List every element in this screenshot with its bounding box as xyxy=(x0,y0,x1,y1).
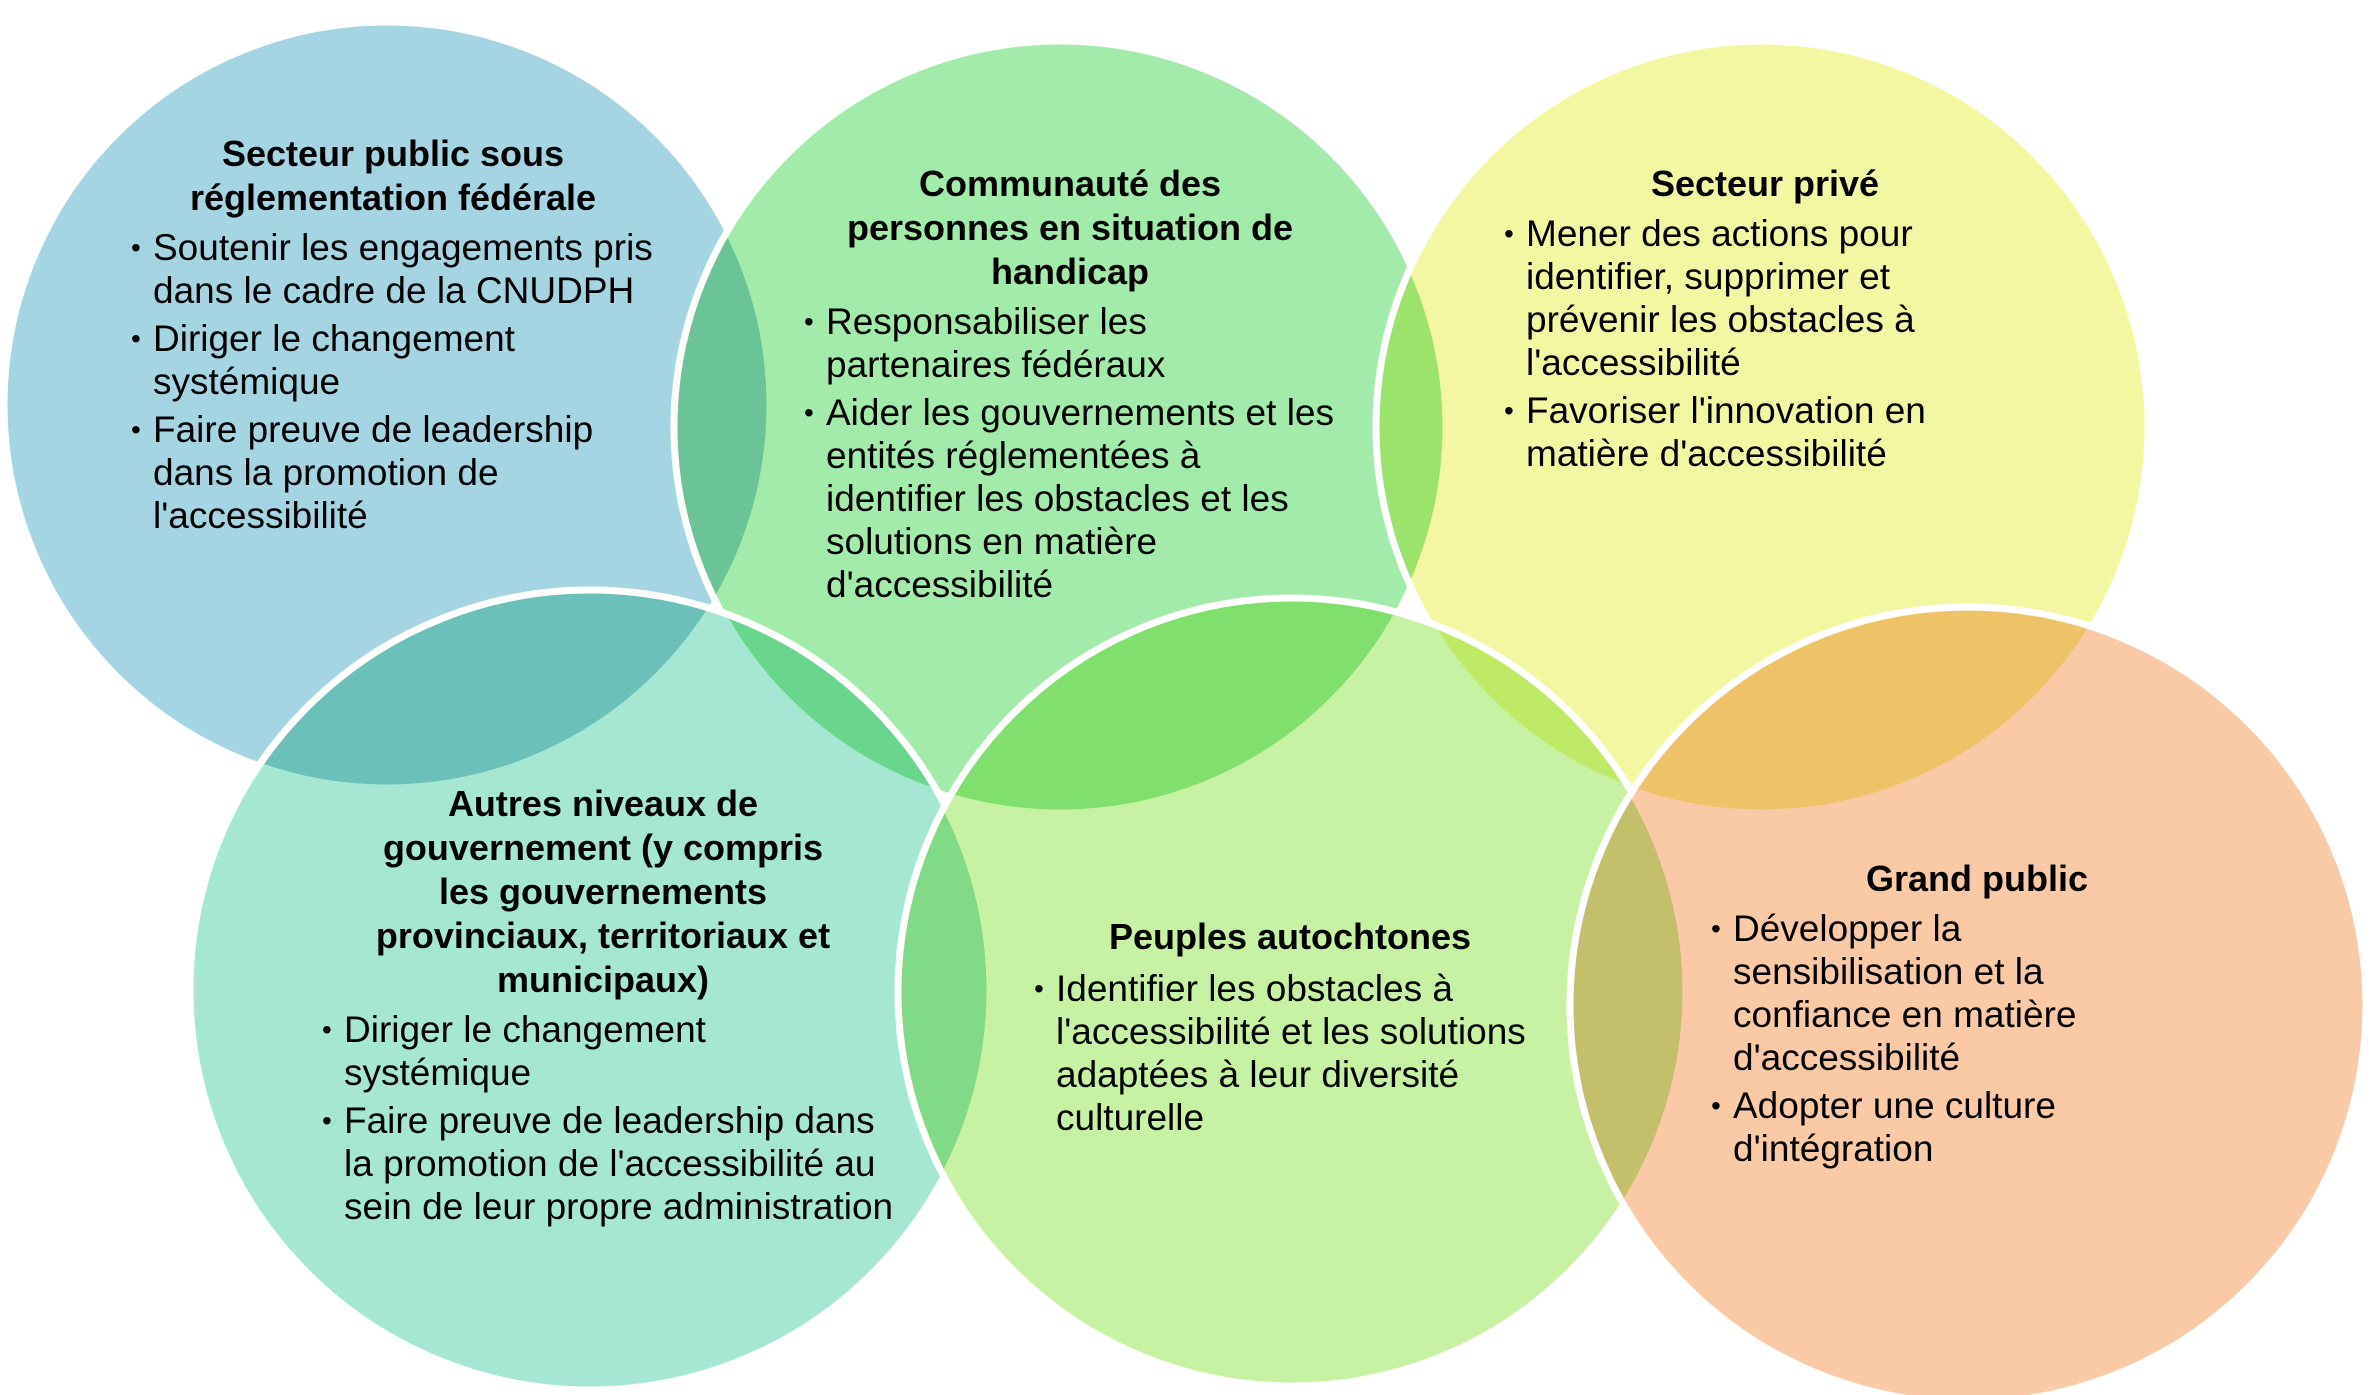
bullet-icon: • xyxy=(804,397,814,428)
bullet-icon: • xyxy=(1711,913,1721,944)
bullet-text: Faire preuve de leadership dans la promo… xyxy=(153,409,594,536)
circle-fill xyxy=(190,590,990,1390)
bullet-icon: • xyxy=(1504,218,1514,249)
title-line: réglementation fédérale xyxy=(189,177,597,218)
bullet-text: Faire preuve de leadership dans la promo… xyxy=(344,1100,894,1227)
bullet-text: Aider les gouvernements et les entités r… xyxy=(826,392,1334,605)
bullet-text: Identifier les obstacles à l'accessibili… xyxy=(1056,968,1526,1138)
title-line: Communauté des xyxy=(918,163,1222,204)
title-line: Secteur privé xyxy=(1650,163,1880,204)
bullet-item: • Adopter une culture d'intégration xyxy=(1711,1084,2187,1170)
bullet-list: • Soutenir les engagements pris dans le c… xyxy=(131,226,658,537)
bullet-item: • Développer la sensibilisation et la con… xyxy=(1711,907,2187,1079)
bullet-icon: • xyxy=(131,414,141,445)
bullet-text: Adopter une culture d'intégration xyxy=(1733,1085,2056,1169)
title-line: Autres niveaux de xyxy=(447,783,759,824)
circle-outline xyxy=(1566,603,2370,1395)
bullet-item: • Aider les gouvernements et les entités … xyxy=(804,391,1340,606)
title-line: personnes en situation de xyxy=(846,207,1294,248)
bullet-icon: • xyxy=(804,306,814,337)
label-communaute: Communauté des personnes en situation de… xyxy=(800,162,1340,611)
bullet-list: • Responsabiliser les partenaires fédérau… xyxy=(804,300,1340,606)
bullet-item: • Diriger le changement systémique xyxy=(131,317,658,403)
circle-fill xyxy=(898,598,1686,1386)
bullet-item: • Favoriser l'innovation en matière d'acc… xyxy=(1504,389,2020,475)
bullet-text: Mener des actions pour identifier, suppr… xyxy=(1526,213,1915,383)
circle-title: Secteur privé xyxy=(1500,162,2030,206)
bullet-text: Diriger le changement systémique xyxy=(153,318,515,402)
circle-title: Communauté des personnes en situation de… xyxy=(800,162,1340,294)
circle-title: Grand public xyxy=(1767,857,2187,901)
title-line: municipaux) xyxy=(496,959,710,1000)
label-secteur-prive: Secteur privé • Mener des actions pour id… xyxy=(1500,162,2020,480)
label-autres-niveaux: Autres niveaux de gouvernement (y compri… xyxy=(318,782,898,1233)
bullet-item: • Soutenir les engagements pris dans le c… xyxy=(131,226,658,312)
bullet-item: • Identifier les obstacles à l'accessibil… xyxy=(1034,967,1550,1139)
circle-title: Secteur public sous réglementation fédér… xyxy=(128,132,658,220)
bullet-text: Soutenir les engagements pris dans le ca… xyxy=(153,227,653,311)
label-peuples-autochtones: Peuples autochtones • Identifier les obst… xyxy=(1030,915,1550,1144)
bullet-icon: • xyxy=(131,323,141,354)
circle-fill xyxy=(1570,607,2366,1395)
bullet-icon: • xyxy=(322,1105,332,1136)
bullet-text: Développer la sensibilisation et la conf… xyxy=(1733,908,2077,1078)
bullet-icon: • xyxy=(131,232,141,263)
title-line: handicap xyxy=(990,251,1150,292)
title-line: provinciaux, territoriaux et xyxy=(375,915,831,956)
bullet-item: • Diriger le changement systémique xyxy=(322,1008,898,1094)
title-line: Secteur public sous xyxy=(221,133,565,174)
label-grand-public: Grand public • Développer la sensibilisat… xyxy=(1707,857,2187,1175)
bullet-icon: • xyxy=(322,1014,332,1045)
title-line: Grand public xyxy=(1865,858,2088,899)
label-secteur-public: Secteur public sous réglementation fédér… xyxy=(128,132,658,542)
title-line: Peuples autochtones xyxy=(1108,916,1472,957)
circle-title: Peuples autochtones xyxy=(1030,915,1550,959)
bullet-icon: • xyxy=(1034,973,1044,1004)
bullet-item: • Faire preuve de leadership dans la prom… xyxy=(131,408,658,537)
bullet-text: Responsabiliser les partenaires fédéraux xyxy=(826,301,1166,385)
bullet-text: Favoriser l'innovation en matière d'acce… xyxy=(1526,390,1926,474)
bullet-list: • Développer la sensibilisation et la con… xyxy=(1711,907,2187,1170)
bullet-item: • Faire preuve de leadership dans la prom… xyxy=(322,1099,898,1228)
circle-grand-public xyxy=(1566,603,2370,1395)
bullet-icon: • xyxy=(1504,395,1514,426)
bullet-item: • Mener des actions pour identifier, supp… xyxy=(1504,212,2020,384)
circle-title: Autres niveaux de gouvernement (y compri… xyxy=(308,782,898,1002)
bullet-list: • Identifier les obstacles à l'accessibil… xyxy=(1034,967,1550,1139)
bullet-item: • Responsabiliser les partenaires fédérau… xyxy=(804,300,1340,386)
bullet-list: • Mener des actions pour identifier, supp… xyxy=(1504,212,2020,475)
bullet-list: • Diriger le changement systémique • Faire… xyxy=(322,1008,898,1228)
bullet-icon: • xyxy=(1711,1090,1721,1121)
title-line: les gouvernements xyxy=(438,871,768,912)
bullet-text: Diriger le changement systémique xyxy=(344,1009,706,1093)
title-line: gouvernement (y compris xyxy=(382,827,824,868)
